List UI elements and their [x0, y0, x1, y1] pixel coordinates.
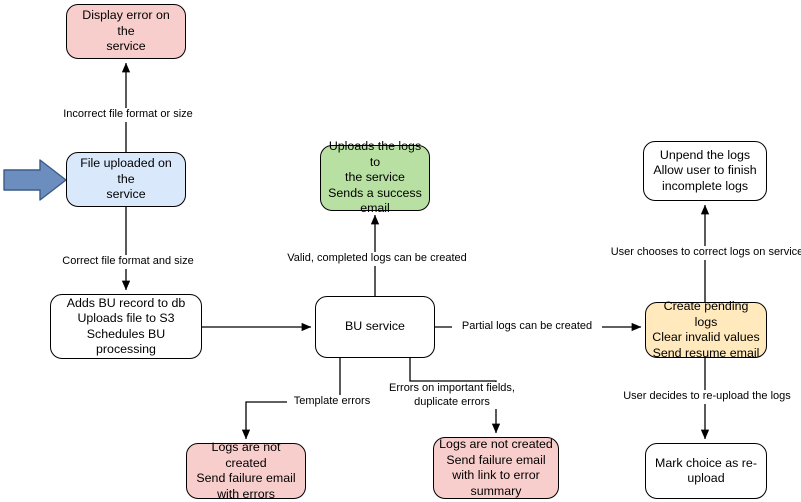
edge-label-errors-on-important-fields: Errors on important fields, duplicate er…: [381, 382, 523, 409]
node-create-pending-logs[interactable]: Create pending logs Clear invalid values…: [645, 299, 767, 360]
node-bu-service[interactable]: BU service: [315, 296, 435, 358]
edge-label-incorrect-file-format: Incorrect file format or size: [26, 108, 230, 122]
node-logs-not-created-with-errors[interactable]: Logs are not created Send failure email …: [186, 440, 306, 501]
node-unpend-the-logs[interactable]: Unpend the logs Allow user to finish inc…: [643, 141, 767, 201]
edge-label-valid-completed-logs: Valid, completed logs can be created: [265, 252, 489, 266]
node-logs-not-created-error-summary[interactable]: Logs are not created Send failure email …: [433, 437, 559, 499]
edge-label-partial-logs: Partial logs can be created: [452, 320, 602, 334]
edge-label-template-errors: Template errors: [287, 395, 377, 409]
node-uploads-the-logs-to-the-service[interactable]: Uploads the logs to the service Sends a …: [320, 139, 430, 215]
node-file-uploaded-on-the-service[interactable]: File uploaded on the service: [66, 152, 186, 207]
node-display-error[interactable]: Display error on the service: [66, 4, 186, 59]
edge-label-user-chooses-to-correct-logs: User chooses to correct logs on service: [596, 246, 801, 260]
node-adds-bu-record-to-db[interactable]: Adds BU record to db Uploads file to S3 …: [50, 294, 202, 359]
edge-label-correct-file-format: Correct file format and size: [26, 255, 230, 269]
entry-block-arrow: [3, 159, 67, 201]
edge-label-user-decides-to-re-upload: User decides to re-upload the logs: [610, 390, 801, 404]
node-mark-choice-as-re-upload[interactable]: Mark choice as re- upload: [645, 443, 767, 499]
